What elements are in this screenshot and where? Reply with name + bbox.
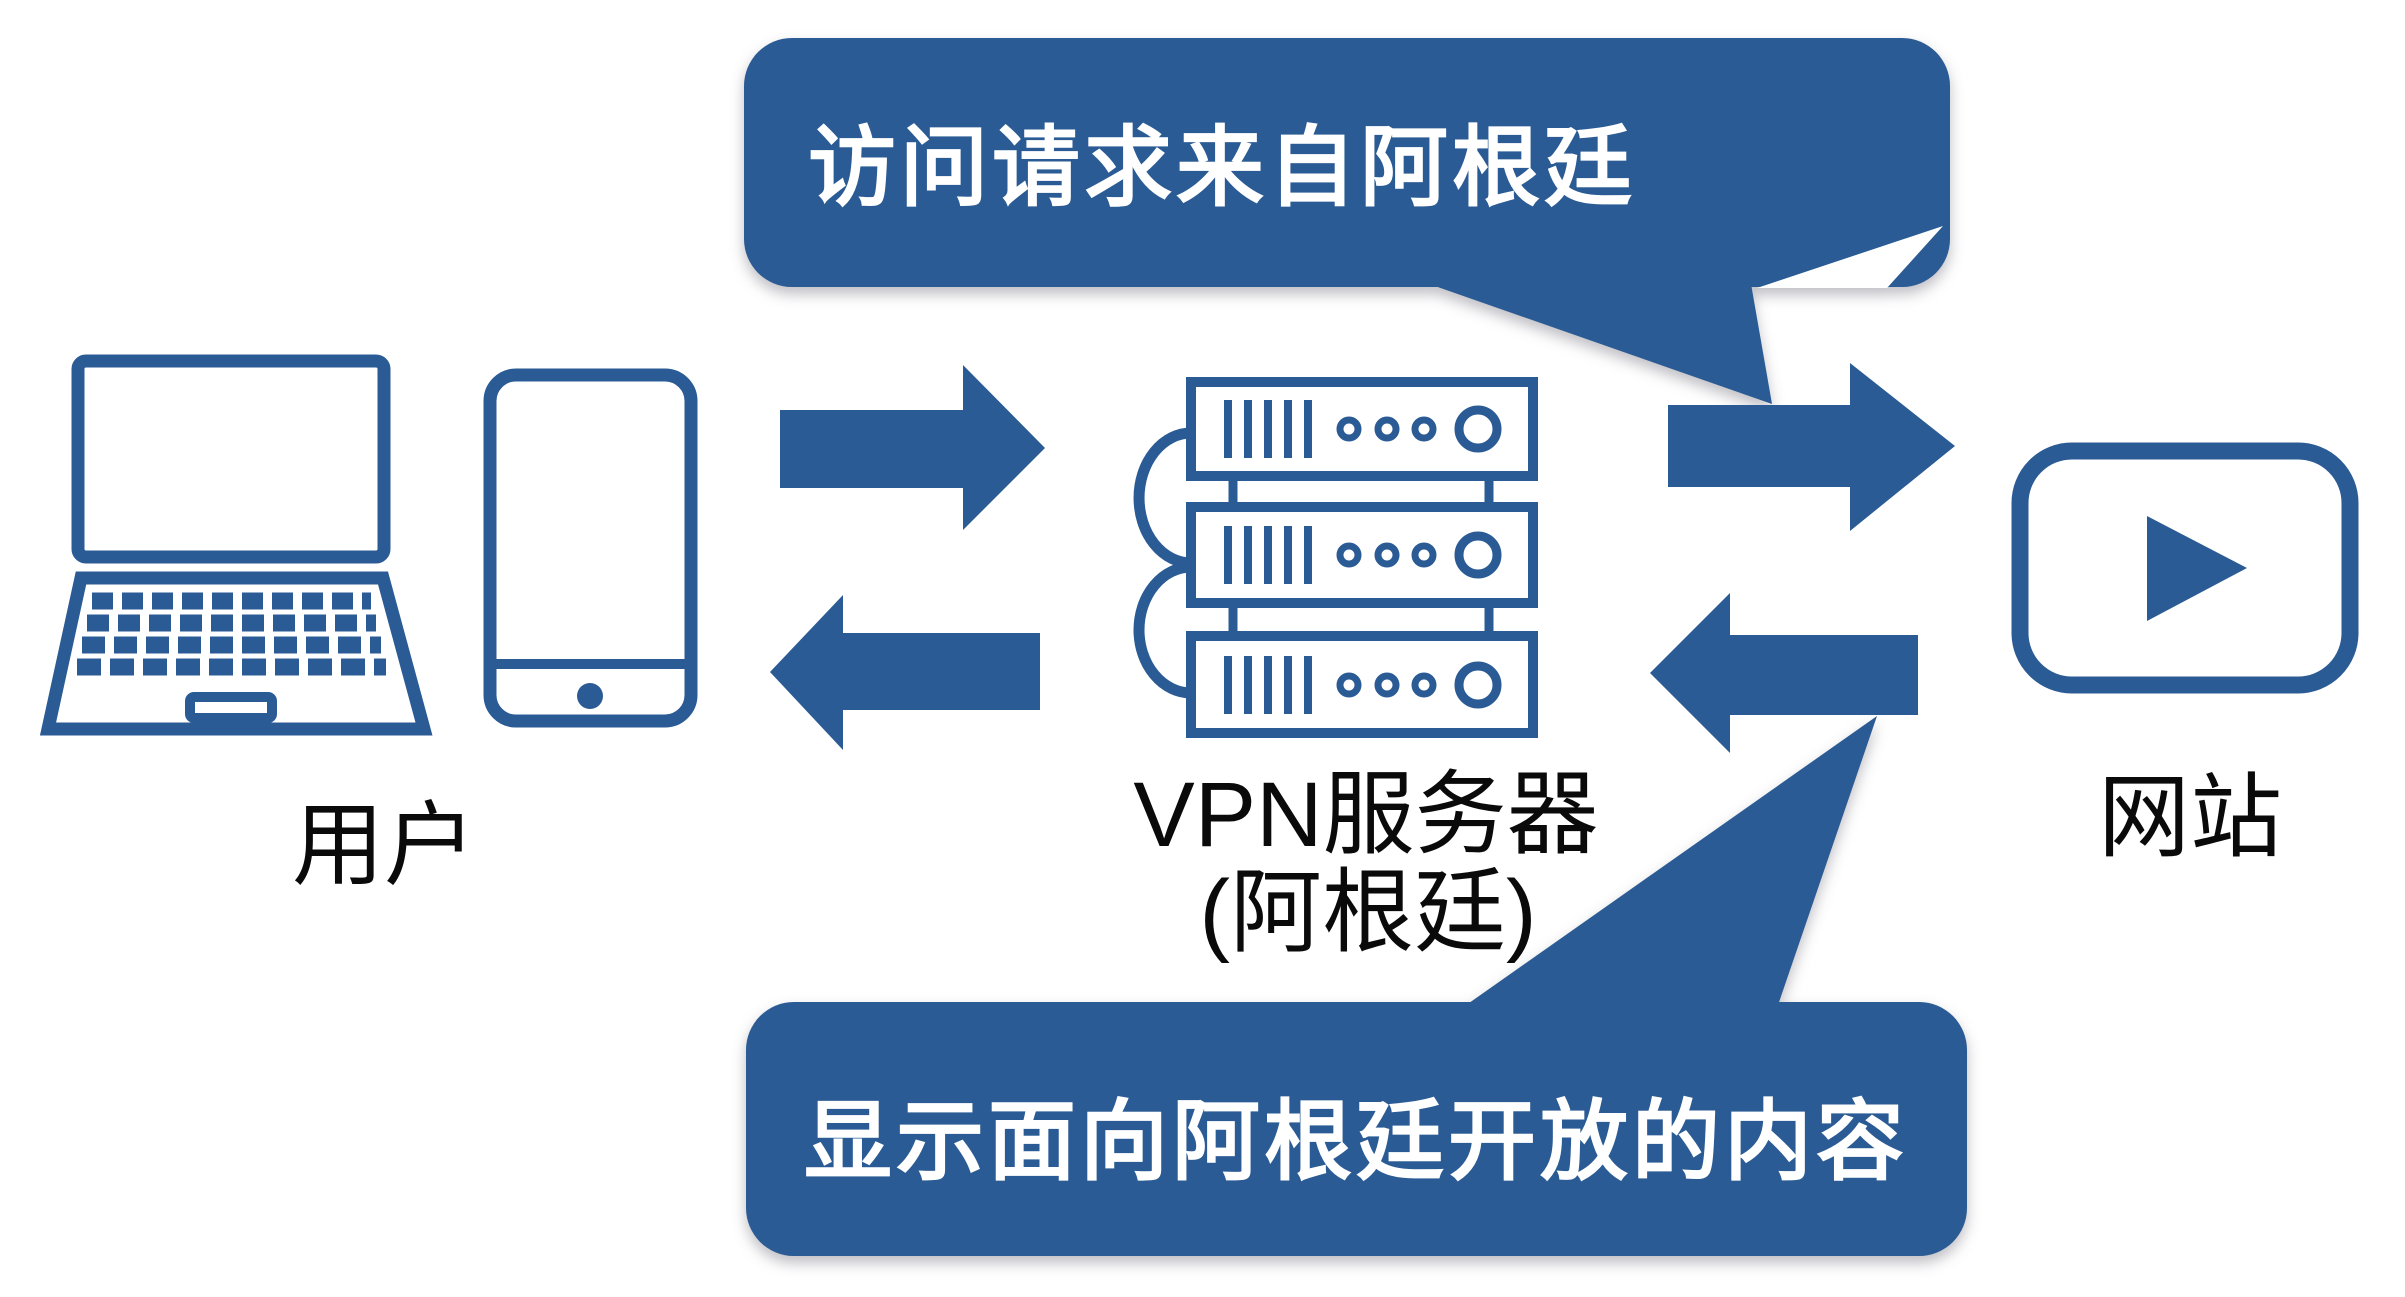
server-leds bbox=[1336, 405, 1502, 453]
laptop-base bbox=[39, 571, 433, 736]
bottom-bubble-tail bbox=[1462, 716, 1877, 1008]
top-bubble-tail bbox=[1412, 278, 1772, 404]
bottom-speech-bubble: 显示面向阿根廷开放的内容 bbox=[746, 716, 1967, 1256]
arrow-user-to-vpn bbox=[780, 365, 1045, 530]
bottom-bubble-label: 显示面向阿根廷开放的内容 bbox=[804, 1092, 1908, 1191]
arrow-vpn-to-website bbox=[1668, 363, 1955, 531]
laptop-icon bbox=[39, 354, 433, 736]
bottom-bubble-body bbox=[746, 1002, 1967, 1256]
video-play-icon bbox=[2011, 442, 2359, 694]
user-label: 用户 bbox=[292, 795, 476, 897]
website-label: 网站 bbox=[2098, 767, 2282, 869]
laptop-screen bbox=[71, 354, 391, 564]
server-rack-3 bbox=[1186, 631, 1538, 738]
phone-home-button bbox=[577, 683, 603, 709]
server-leds bbox=[1336, 531, 1502, 579]
phone-body bbox=[483, 368, 698, 728]
vpn-server-label: VPN服务器 bbox=[1133, 764, 1598, 866]
server-leds bbox=[1336, 661, 1502, 709]
server-rack-2 bbox=[1186, 502, 1538, 608]
server-stack-icon bbox=[1133, 377, 1538, 738]
smartphone-icon bbox=[483, 368, 698, 728]
server-vents bbox=[1224, 400, 1312, 458]
top-bubble-body bbox=[744, 38, 1950, 287]
laptop-keyboard bbox=[77, 592, 386, 676]
laptop-touchpad bbox=[185, 692, 277, 723]
server-loop-arc-top bbox=[1133, 427, 1192, 569]
server-rack-1 bbox=[1186, 377, 1538, 481]
arrow-website-to-vpn bbox=[1650, 593, 1918, 753]
server-vents bbox=[1224, 526, 1312, 584]
arrow-vpn-to-user bbox=[770, 595, 1040, 750]
top-bubble-label: 访问请求来自阿根廷 bbox=[808, 118, 1636, 217]
vpn-server-country-label: (阿根廷) bbox=[1199, 862, 1536, 964]
top-speech-bubble: 访问请求来自阿根廷 bbox=[744, 38, 1950, 404]
server-vents bbox=[1224, 656, 1312, 714]
play-triangle-icon bbox=[2147, 516, 2247, 621]
server-loop-arc-bottom bbox=[1133, 561, 1192, 699]
top-bubble-notch bbox=[1757, 226, 1943, 288]
